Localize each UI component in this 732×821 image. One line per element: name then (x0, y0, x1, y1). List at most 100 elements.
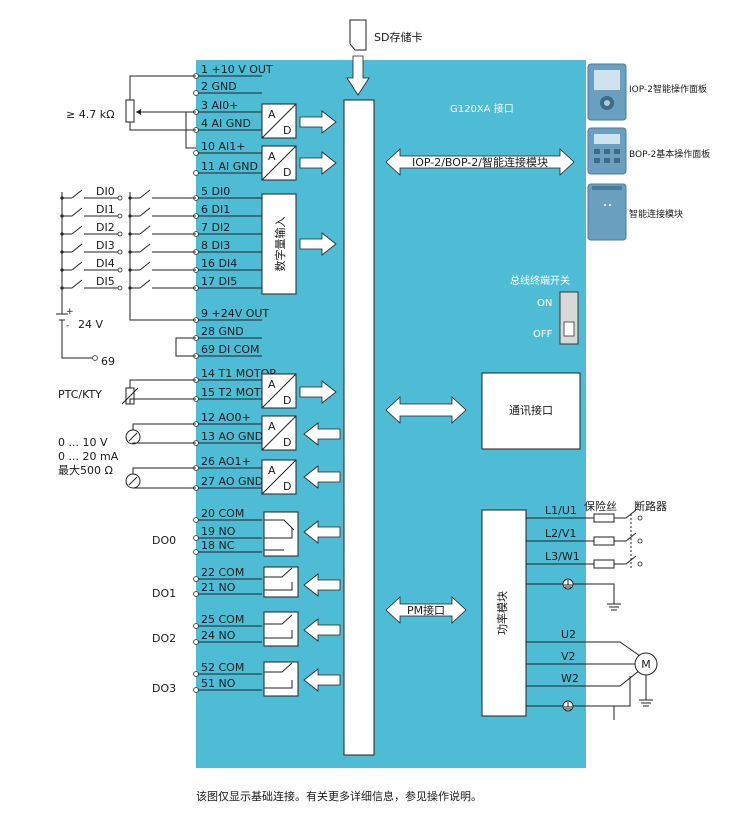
power-in-l2: L2/V1 (545, 527, 576, 540)
iop2-device-icon (587, 63, 627, 121)
comm-arrow (385, 396, 467, 424)
terminal-label: 18 NC (201, 539, 235, 552)
bop2-device-icon (587, 127, 627, 175)
ptc-label: PTC/KTY (58, 388, 102, 401)
terminal-label: 28 GND (201, 325, 244, 338)
terminal-14: 14 T1 MOTOR (193, 367, 277, 383)
ad-a-label: A (268, 378, 276, 391)
do0-label: DO0 (152, 534, 176, 547)
device-label-bop2: BOP-2基本操作面板 (629, 148, 710, 160)
do2-label: DO2 (152, 632, 176, 645)
iop-link-arrow (385, 148, 575, 176)
ad-ao1-converter: AD (261, 459, 297, 495)
motor-label: M (641, 658, 651, 671)
ad-ao0-converter: AD (261, 415, 297, 451)
ad-d-label: D (283, 480, 291, 493)
ad-a-label: A (268, 108, 276, 121)
terminal-20: 20 COM (193, 507, 262, 523)
bus-switch-on: ON (537, 298, 552, 309)
svg-text:-: - (66, 321, 69, 331)
terminal-label: 13 AO GND (201, 430, 263, 443)
power-in-l3: L3/W1 (545, 550, 580, 563)
terminal-label: 24 NO (201, 629, 236, 642)
ad-d-label: D (283, 436, 291, 449)
bus-switch-knob (563, 321, 575, 337)
terminal-28: 28 GND (193, 325, 262, 341)
power-module-label: 功率模块 (495, 591, 509, 635)
di-label-4: DI4 (96, 257, 115, 270)
potentiometer-icon (125, 99, 135, 123)
terminal-label: 52 COM (201, 661, 244, 674)
di-label-1: DI1 (96, 203, 115, 216)
power-out-w2: W2 (561, 672, 579, 685)
ad-d-label: D (283, 166, 291, 179)
smart-access-module-icon (587, 183, 627, 241)
ao-range-1: 0 ... 10 V (58, 436, 108, 449)
di-label-5: DI5 (96, 275, 115, 288)
relay-blocks (263, 511, 299, 697)
terminal-label: 14 T1 MOTOR (201, 367, 277, 380)
terminal-label: 12 AO0+ (201, 411, 251, 424)
terminal-label: 26 AO1+ (201, 455, 251, 468)
di-label-2: DI2 (96, 221, 115, 234)
terminal-label: 69 DI COM (201, 343, 260, 356)
terminal-label: 1 +10 V OUT (201, 63, 273, 76)
svg-text:+: + (66, 307, 74, 317)
sd-card-label: SD存储卡 (374, 30, 422, 44)
terminal-27: 27 AO GND (193, 475, 263, 491)
ad-d-label: D (283, 124, 291, 137)
device-label-iop2: IOP-2智能操作面板 (629, 83, 707, 95)
pot-label: ≥ 4.7 kΩ (66, 108, 114, 121)
ao-range-2: 0 ... 20 mA (58, 450, 119, 463)
terminal-label: 5 DI0 (201, 185, 230, 198)
bus-switch-off: OFF (533, 329, 553, 340)
terminal-label: 17 DI5 (201, 275, 237, 288)
breaker-label: 断路器 (634, 499, 667, 513)
terminal-10: 10 AI1+ (193, 140, 262, 156)
terminal-52: 52 COM (193, 661, 262, 677)
terminal-label: 8 DI3 (201, 239, 230, 252)
power-out-u2: U2 (561, 628, 576, 641)
terminal-label: 19 NO (201, 525, 236, 538)
terminal-label: 10 AI1+ (201, 140, 245, 153)
terminal-label: 16 DI4 (201, 257, 237, 270)
terminal-11: 11 AI GND (193, 160, 262, 176)
terminal-label: 6 DI1 (201, 203, 230, 216)
terminal-15: 15 T2 MOTOR (193, 386, 277, 402)
supply-ref-label: 69 (101, 355, 115, 368)
terminal-69: 69 DI COM (193, 343, 262, 359)
iop-link-label: IOP-2/BOP-2/智能连接模块 (412, 155, 548, 169)
power-in-l1: L1/U1 (545, 504, 577, 517)
footer-note: 该图仅显示基础连接。有关更多详细信息，参见操作说明。 (196, 789, 482, 803)
sd-card-icon (349, 19, 367, 51)
di-switch-4: DI4 (60, 257, 196, 273)
ad-d-label: D (283, 394, 291, 407)
terminal-label: 27 AO GND (201, 475, 263, 488)
terminal-label: 11 AI GND (201, 160, 258, 173)
terminal-label: 9 +24V OUT (201, 307, 269, 320)
bus-arrows (299, 110, 341, 692)
terminal-label: 2 GND (201, 80, 237, 93)
terminal-24: 24 NO (193, 629, 262, 645)
ad-a-label: A (268, 150, 276, 163)
di-switch-1: DI1 (60, 203, 196, 219)
digital-input-label: 数字量输入 (273, 217, 287, 272)
terminal-1: 1 +10 V OUT (193, 63, 273, 79)
terminal-8: 8 DI3 (193, 239, 262, 255)
sd-card-arrow (346, 55, 370, 96)
bus-switch-title: 总线终端开关 (510, 274, 570, 287)
terminal-7: 7 DI2 (193, 221, 262, 237)
ad-a-label: A (268, 464, 276, 477)
terminal-label: 7 DI2 (201, 221, 230, 234)
power-module-block (481, 509, 527, 717)
terminal-18: 18 NC (193, 539, 262, 555)
fuse-label: 保险丝 (584, 499, 617, 513)
terminal-9: 9 +24V OUT (193, 307, 269, 323)
terminal-22: 22 COM (193, 566, 262, 582)
digital-input-block (261, 193, 297, 295)
terminal-13: 13 AO GND (193, 430, 263, 446)
ad-ai0-converter: AD (261, 103, 297, 139)
pm-arrow (385, 596, 467, 624)
